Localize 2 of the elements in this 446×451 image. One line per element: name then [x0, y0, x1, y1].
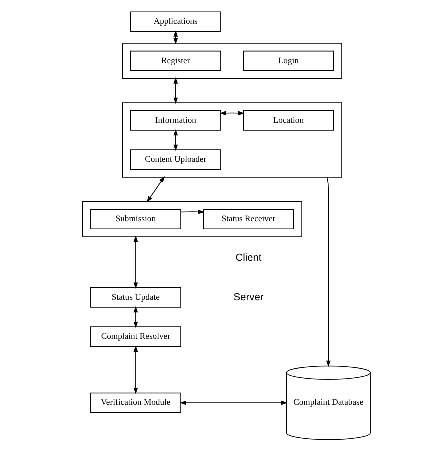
label: Server: [233, 292, 264, 303]
label: Client: [235, 252, 262, 264]
